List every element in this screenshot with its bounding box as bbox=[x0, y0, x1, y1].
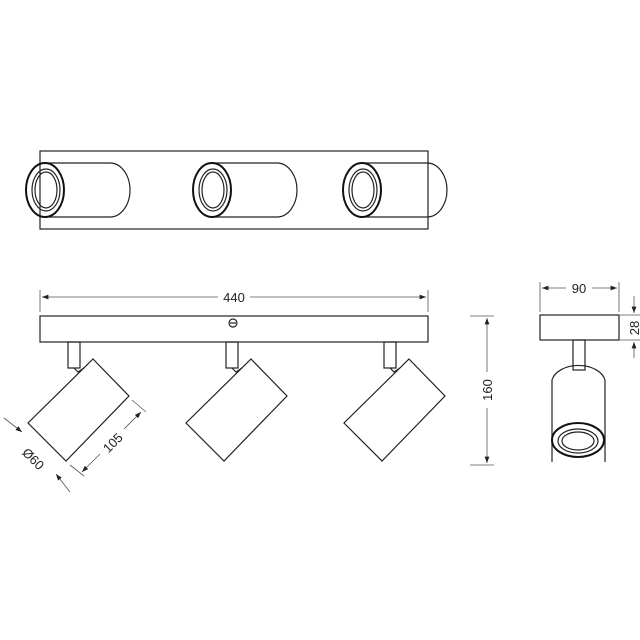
top-view bbox=[25, 150, 448, 230]
head-length-dimension: 105 bbox=[100, 430, 126, 456]
height-dimension: 160 bbox=[480, 379, 495, 401]
screw-icon bbox=[228, 318, 238, 328]
top-view-plate bbox=[39, 150, 429, 230]
front-view-spot-3 bbox=[343, 341, 446, 462]
plate-height-dimension: 28 bbox=[627, 321, 640, 335]
length-dimension: 440 bbox=[223, 290, 245, 305]
top-view-spot-3 bbox=[342, 162, 448, 218]
head-diameter-dimension: Ø60 bbox=[19, 445, 47, 473]
front-view-bar bbox=[39, 315, 429, 343]
front-view: 440 160 105 Ø60 bbox=[3, 290, 495, 493]
top-view-spot-1 bbox=[25, 162, 131, 218]
top-view-spot-2 bbox=[192, 162, 298, 218]
depth-dimension: 90 bbox=[572, 281, 586, 296]
lens-ring bbox=[551, 422, 605, 458]
side-view: 90 28 bbox=[539, 281, 640, 462]
side-view-plate bbox=[539, 314, 620, 341]
front-view-spot-2 bbox=[185, 341, 288, 462]
